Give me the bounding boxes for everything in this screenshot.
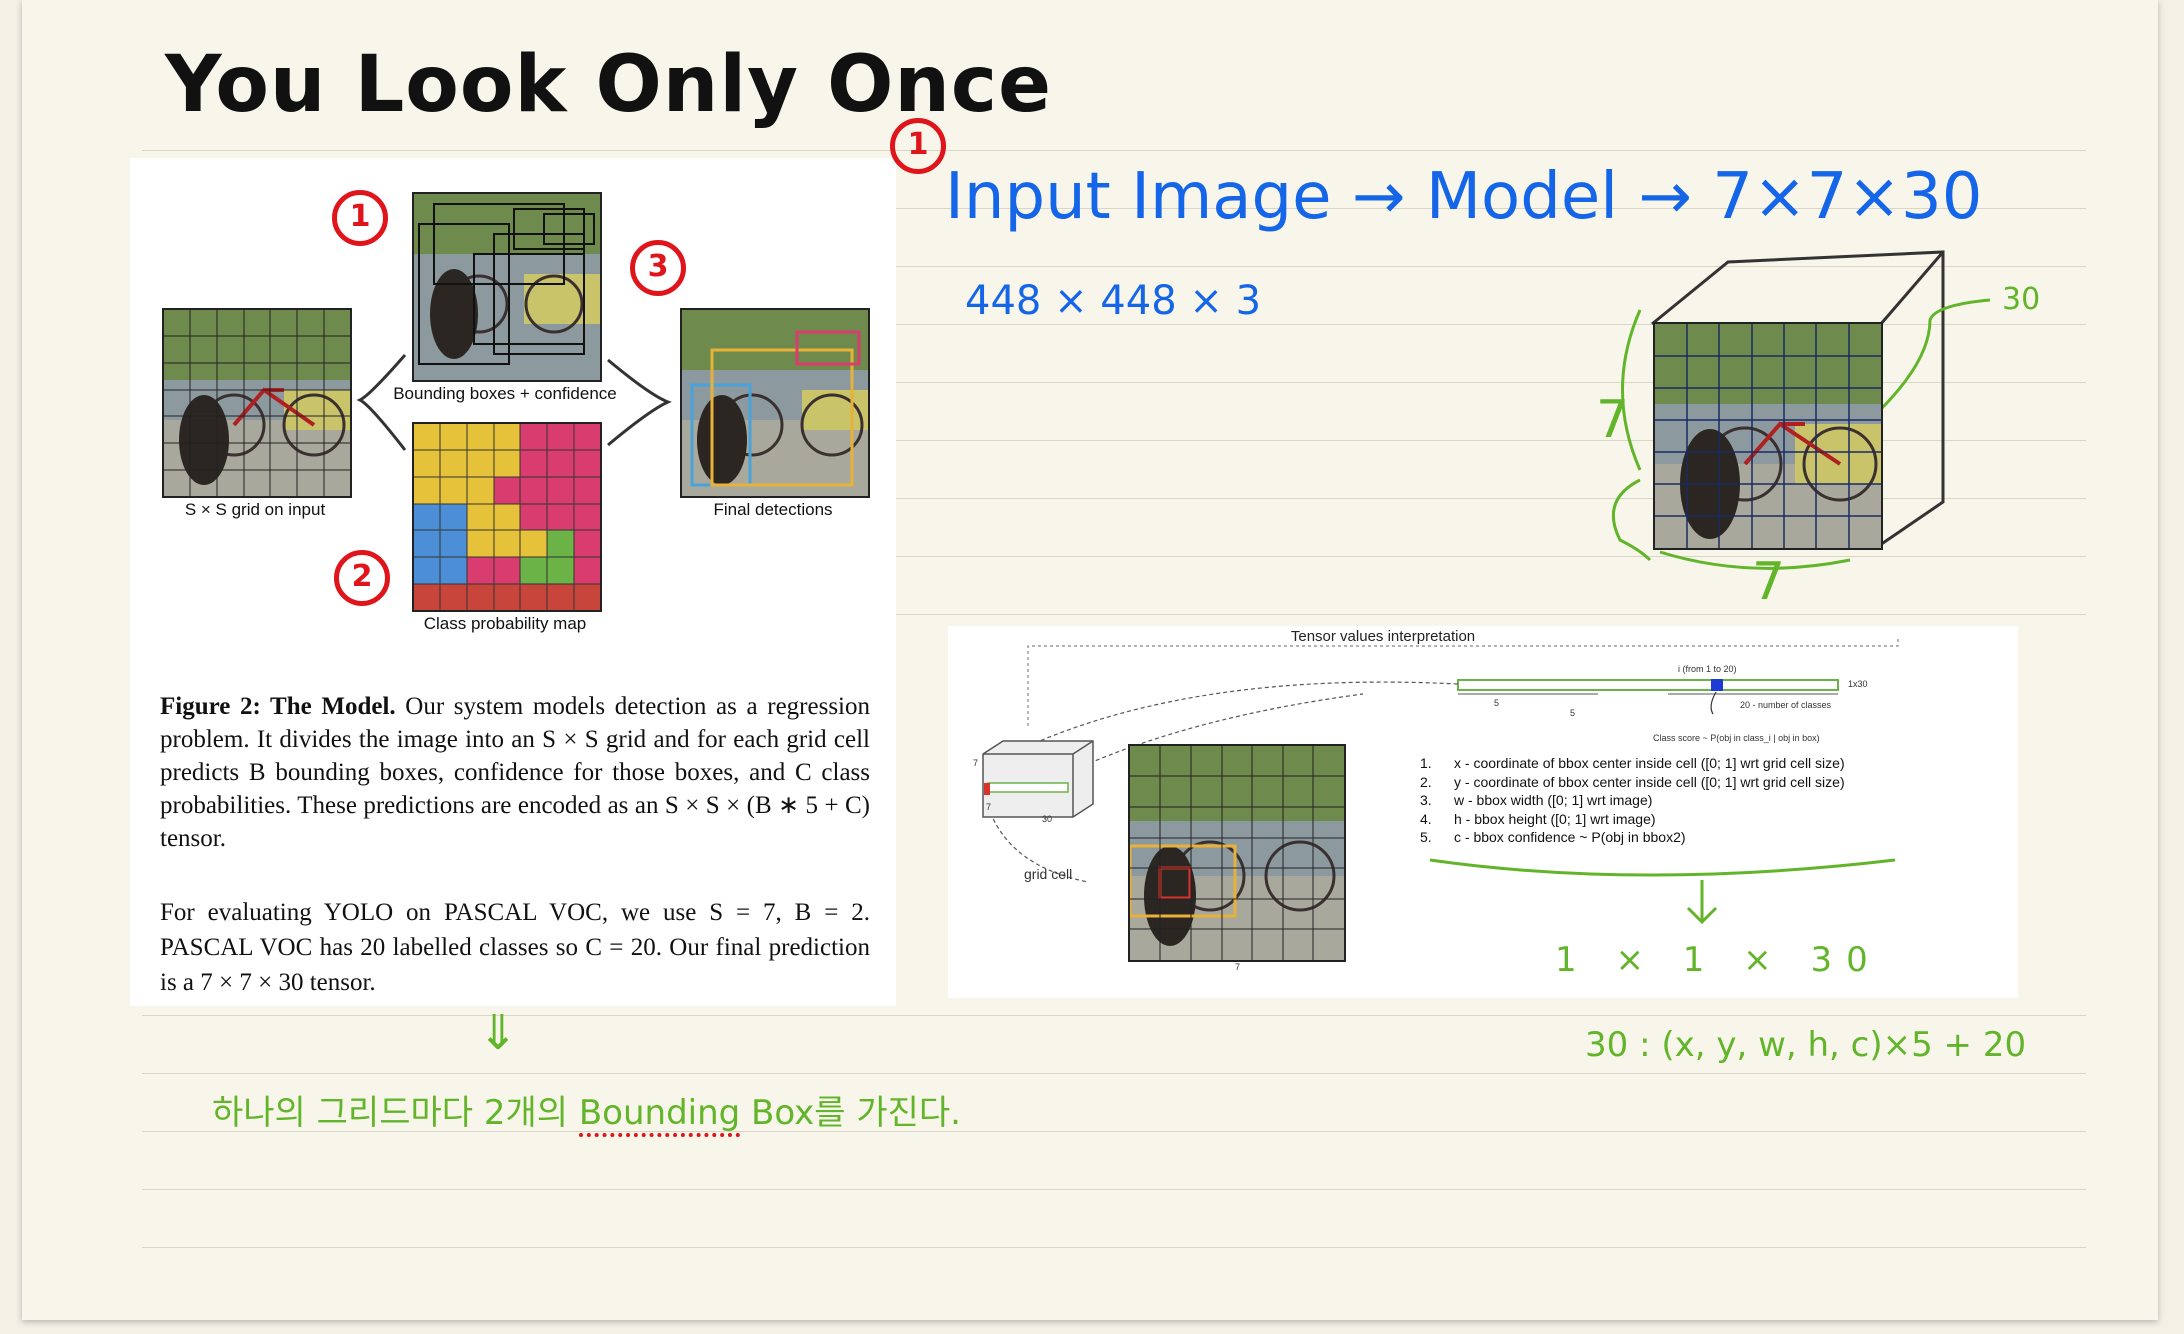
tensor-front-photo — [1655, 324, 1881, 548]
final-detections-photo — [682, 310, 868, 496]
ruled-line — [142, 1247, 2086, 1248]
red-circle-3: 3 — [630, 240, 686, 296]
cube-width-label: 7 — [986, 802, 992, 812]
index-label: i (from 1 to 20) — [1678, 664, 1737, 674]
ruled-line — [142, 150, 2086, 151]
grid-input-label: S × S grid on input — [184, 500, 326, 519]
figure-arrows — [356, 354, 672, 451]
ruled-line — [142, 382, 2086, 383]
list-brace-arrow — [1429, 858, 1896, 925]
image-width-label: 7 — [1235, 962, 1241, 972]
tensor-value-list: 1.x - coordinate of bbox center inside c… — [1420, 754, 1845, 847]
tensor-front-image — [1653, 322, 1883, 550]
red-circle-2: 2 — [334, 550, 390, 606]
ruled-line — [142, 440, 2086, 441]
mark-5a: 5 — [1494, 698, 1500, 708]
num-classes-label: 20 - number of classes — [1740, 700, 1832, 710]
bbox-confidence-image — [412, 192, 602, 382]
final-detections-label: Final detections — [713, 500, 833, 519]
korean-note: 하나의 그리드마다 2개의 Bounding Box를 가진다. — [212, 1085, 961, 1137]
ruled-line — [142, 324, 2086, 325]
figure-caption: Figure 2: The Model. Our system models d… — [160, 690, 870, 855]
grid-input-image — [162, 308, 352, 498]
class-probability-label: Class probability map — [423, 614, 587, 633]
red-circle-1: 1 — [332, 190, 388, 246]
evaluation-paragraph: For evaluating YOLO on PASCAL VOC, we us… — [160, 899, 870, 996]
list-item: 2.y - coordinate of bbox center inside c… — [1420, 773, 1845, 790]
ruled-line — [142, 614, 2086, 615]
tensor-title: Tensor values interpretation — [1290, 628, 1476, 645]
height-label: 7 — [1596, 390, 1630, 450]
dog-bicycle-photo — [164, 310, 350, 496]
cube-depth-label: 30 — [1042, 814, 1053, 824]
caption-bold: Figure 2: The Model. — [160, 693, 396, 720]
caption-text: Our system models detection as a regress… — [160, 693, 870, 852]
bbox-photo — [414, 194, 600, 380]
tensor-grid-photo — [1130, 746, 1344, 960]
ruled-line — [142, 1015, 2086, 1016]
formula-note: 30 : (x, y, w, h, c)×5 + 20 — [1585, 1025, 2027, 1065]
korean-note-part1: 하나의 그리드마다 2개의 — [212, 1093, 579, 1133]
ruled-line — [142, 1189, 2086, 1190]
ruled-line — [142, 1131, 2086, 1132]
class-score-label: Class score ~ P(obj in class_i | obj in … — [1653, 733, 1820, 743]
list-item: 3.w - bbox width ([0; 1] wrt image) — [1420, 792, 1653, 808]
page-title: You Look Only Once — [165, 40, 1053, 130]
tensor-cube-sketch — [1611, 250, 1991, 570]
cube-height-label: 7 — [973, 758, 979, 768]
ruled-line — [142, 1073, 2086, 1074]
korean-note-part2: Box를 가진다. — [740, 1093, 961, 1133]
down-arrow-note: ⇓ — [478, 1005, 519, 1061]
depth-label: 30 — [2002, 282, 2041, 317]
ruled-line — [142, 498, 2086, 499]
pipeline-note: Input Image → Model → 7×7×30 — [945, 160, 1983, 234]
class-probability-grid — [414, 424, 600, 610]
list-item: 1.x - coordinate of bbox center inside c… — [1420, 755, 1845, 771]
korean-note-word: Bounding — [578, 1093, 741, 1137]
ruled-line — [142, 556, 2086, 557]
final-detections-image — [680, 308, 870, 498]
list-item: 5.c - bbox confidence ~ P(obj in bbox2) — [1420, 829, 1686, 845]
ruled-line — [142, 266, 2086, 267]
list-item: 4.h - bbox height ([0; 1] wrt image) — [1420, 810, 1656, 827]
input-size-note: 448 × 448 × 3 — [965, 278, 1262, 324]
vector-size-label: 1x30 — [1848, 679, 1868, 689]
mark-5b: 5 — [1570, 708, 1576, 718]
vector-size-note: 1 × 1 × 30 — [1555, 940, 1882, 980]
tensor-grid-image — [1128, 744, 1346, 962]
bbox-confidence-label: Bounding boxes + confidence — [393, 384, 617, 403]
grid-cell-label: grid cell — [1024, 866, 1073, 882]
red-circle-top: 1 — [890, 118, 946, 174]
width-label: 7 — [1752, 552, 1786, 612]
ruled-line — [142, 208, 2086, 209]
tensor-interpretation-card: Tensor values interpretation — [948, 626, 2018, 998]
class-probability-map — [412, 422, 602, 612]
